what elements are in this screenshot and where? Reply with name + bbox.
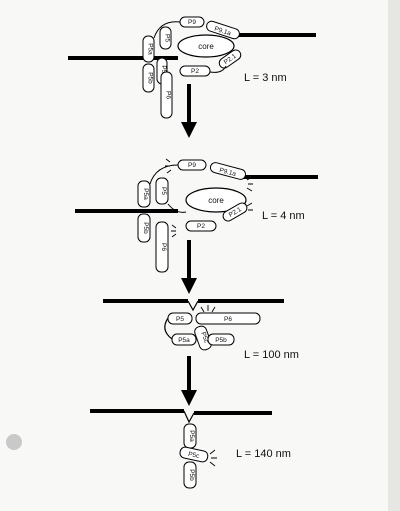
helix-p2-1	[218, 49, 242, 69]
disrupted-contacts	[209, 449, 217, 467]
stage-4: P5a P5c P5b L = 140 nm	[90, 409, 291, 489]
helix-p6-label: P6	[160, 243, 167, 251]
junction	[187, 300, 199, 312]
helix-p5a	[171, 333, 197, 346]
helix-p5b-label: P5b	[147, 72, 154, 84]
disrupted-contacts	[200, 305, 216, 313]
helix-p2-1	[222, 202, 248, 222]
helix-p5-label: P5	[164, 34, 171, 42]
core-domain	[177, 34, 235, 58]
helix-p5c	[179, 446, 209, 463]
helix-p5a-label: P5a	[147, 43, 154, 55]
helix-p9-1a-label: P9.1a	[218, 167, 237, 178]
helix-p5	[155, 177, 169, 205]
helix-p9-label: P9	[188, 162, 196, 169]
helix-p5b	[137, 213, 151, 243]
disrupted-contacts	[165, 158, 253, 238]
stage-4-length: L = 140 nm	[236, 448, 291, 460]
helix-p9-label: P9	[188, 19, 196, 26]
helix-p5a	[142, 35, 155, 63]
core-label: core	[208, 196, 224, 205]
helix-p6	[195, 312, 261, 325]
junction	[183, 410, 195, 424]
helix-p5a-label: P5a	[142, 188, 149, 200]
helix-p5b-label: P5b	[142, 222, 149, 234]
core-label: core	[198, 42, 214, 51]
linker	[209, 65, 227, 73]
helix-p2-label: P2	[191, 68, 199, 75]
stage-2: core P9 P9.1a P5a P5b P5 P6 P2 P2.1 L = …	[75, 158, 318, 273]
linker	[149, 164, 179, 185]
helix-p5b-label: P5b	[188, 469, 195, 481]
helix-p5a-label: P5a	[178, 337, 190, 344]
helix-p5c-label: P5c	[187, 451, 200, 460]
helix-p6	[160, 71, 173, 119]
stage-3-length: L = 100 nm	[244, 349, 299, 361]
helix-p2	[185, 220, 217, 232]
helix-p6-label: P6	[224, 316, 232, 323]
linker	[153, 21, 181, 39]
linker	[167, 203, 187, 213]
helix-p5-label: P5	[176, 316, 184, 323]
helix-p5b	[142, 63, 155, 93]
helix-p9-1a	[209, 162, 247, 180]
linker	[164, 317, 173, 340]
helix-p9-1a	[206, 20, 240, 40]
core-domain	[185, 187, 247, 213]
stage-1-length: L = 3 nm	[244, 72, 287, 84]
helix-p5-label: P5	[160, 187, 167, 195]
helix-p5c-label: P5c	[160, 65, 167, 77]
scan-edge	[388, 0, 400, 511]
helix-p5	[159, 26, 172, 50]
stage-1: core P9 P9.1a P5a P5b P5c P5 P6 P2 P2.1 …	[68, 16, 316, 119]
helix-p5b-label: P5b	[215, 337, 227, 344]
helix-p6	[155, 221, 169, 273]
helix-p5a-label: P5a	[188, 430, 195, 442]
punch-hole	[6, 434, 22, 450]
helix-p2-label: P2	[197, 223, 205, 230]
stage-2-length: L = 4 nm	[262, 210, 305, 222]
helix-p5c-label: P5c	[199, 331, 210, 345]
helix-p5b	[183, 461, 197, 489]
helix-p5a	[137, 180, 151, 208]
stage-3: P5 P6 P5a P5c P5b L = 100 nm	[103, 299, 299, 361]
helix-p5b	[207, 333, 235, 346]
helix-p6-label: P6	[165, 91, 172, 99]
helix-p2	[179, 65, 211, 77]
